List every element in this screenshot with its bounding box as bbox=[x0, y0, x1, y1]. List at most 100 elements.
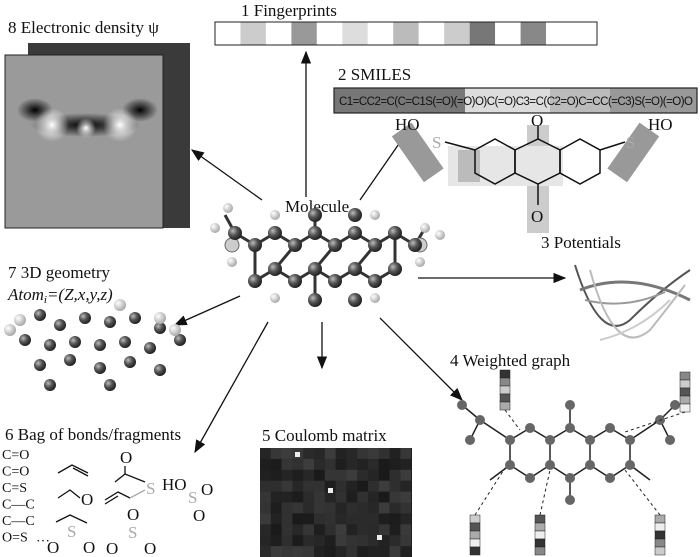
coulomb-cell bbox=[336, 481, 347, 492]
weight-cell bbox=[655, 539, 665, 547]
coulomb-cell bbox=[325, 459, 336, 470]
geometry-atom bbox=[79, 312, 91, 324]
coulomb-cell bbox=[314, 513, 325, 524]
weight-link bbox=[540, 470, 550, 515]
hydroxyl-label: HO bbox=[648, 115, 673, 134]
fingerprint-cell bbox=[317, 22, 342, 45]
geometry-atom bbox=[34, 309, 46, 321]
graph-node bbox=[605, 473, 615, 483]
geometry-atom bbox=[119, 336, 131, 348]
fingerprint-cell bbox=[419, 22, 444, 45]
coulomb-cell bbox=[336, 524, 347, 535]
geometry-hydrogen bbox=[114, 299, 126, 311]
coulomb-cell bbox=[271, 470, 282, 481]
coulomb-cell bbox=[400, 503, 411, 514]
coulomb-cell bbox=[390, 535, 401, 546]
coulomb-cell bbox=[336, 513, 347, 524]
coulomb-cell bbox=[390, 513, 401, 524]
coulomb-cell bbox=[346, 513, 357, 524]
fingerprint-cell bbox=[470, 22, 495, 45]
geometry-atom bbox=[94, 362, 106, 374]
coulomb-cell bbox=[357, 481, 368, 492]
weight-link bbox=[625, 412, 685, 432]
coulomb-cell bbox=[271, 481, 282, 492]
coulomb-cell bbox=[303, 492, 314, 503]
weight-cell bbox=[655, 531, 665, 539]
fingerprint-cell bbox=[444, 22, 469, 45]
bond-item: C=S bbox=[2, 481, 27, 496]
graph-node bbox=[605, 423, 615, 433]
weight-cell bbox=[655, 523, 665, 531]
coulomb-cell bbox=[271, 503, 282, 514]
coulomb-cell bbox=[325, 513, 336, 524]
coulomb-cell bbox=[260, 459, 271, 470]
sulfur-label: S bbox=[146, 479, 155, 498]
oxygen-label: O bbox=[81, 490, 93, 509]
oxygen-label: O bbox=[127, 505, 139, 524]
carbon-atom bbox=[348, 226, 362, 240]
carbon-atom bbox=[328, 274, 342, 288]
coulomb-cell bbox=[325, 470, 336, 481]
coulomb-cell bbox=[357, 546, 368, 557]
geometry-atom bbox=[104, 316, 116, 328]
weight-cell bbox=[680, 388, 690, 396]
coulomb-cell bbox=[325, 448, 336, 459]
graph-node bbox=[585, 435, 595, 445]
graph-node bbox=[545, 435, 555, 445]
coulomb-cell bbox=[336, 470, 347, 481]
carbon-atom bbox=[308, 208, 322, 222]
hydrogen-atom bbox=[210, 223, 220, 233]
fingerprint-cell bbox=[546, 22, 571, 45]
coulomb-cell bbox=[368, 459, 379, 470]
hydrogen-atom bbox=[435, 230, 445, 240]
weight-cell bbox=[470, 531, 480, 539]
geometry-hydrogen bbox=[4, 324, 16, 336]
coulomb-cell bbox=[260, 513, 271, 524]
weight-link bbox=[505, 410, 520, 430]
coulomb-cell bbox=[346, 503, 357, 514]
weighted-graph bbox=[457, 370, 690, 555]
coulomb-cell bbox=[400, 448, 411, 459]
geometry-atom bbox=[44, 379, 56, 391]
oxygen-label: O bbox=[83, 538, 95, 557]
carbon-atom bbox=[388, 226, 402, 240]
coulomb-cell bbox=[346, 535, 357, 546]
weight-cell bbox=[500, 386, 510, 394]
weight-cell bbox=[535, 539, 545, 547]
smiles-bar: C1=CC2=C(C=C1S(=O)(=O)O)C(=O)C3=C(C2=O)C… bbox=[334, 88, 697, 113]
fingerprint-cell bbox=[342, 22, 367, 45]
coulomb-cell bbox=[282, 524, 293, 535]
coulomb-cell bbox=[260, 470, 271, 481]
coulomb-cell bbox=[357, 535, 368, 546]
coulomb-cell bbox=[346, 448, 357, 459]
weight-cell bbox=[655, 547, 665, 555]
coulomb-cell bbox=[390, 448, 401, 459]
oxygen-label: O bbox=[47, 538, 59, 557]
graph-node bbox=[525, 473, 535, 483]
carbon-atom bbox=[368, 238, 382, 252]
geometry-atoms bbox=[4, 299, 186, 391]
coulomb-cell bbox=[282, 513, 293, 524]
weight-link bbox=[625, 470, 660, 515]
potential-curves bbox=[575, 265, 690, 340]
smiles-label: 2 SMILES bbox=[338, 65, 411, 84]
weight-link bbox=[475, 468, 505, 515]
density-label: 8 Electronic density ψ bbox=[8, 18, 159, 37]
graph-node bbox=[465, 435, 475, 445]
coulomb-cell bbox=[357, 513, 368, 524]
oxygen-label: O bbox=[193, 506, 205, 525]
coulomb-cell bbox=[368, 503, 379, 514]
fingerprint-cell bbox=[393, 22, 418, 45]
bond-item: C=O bbox=[2, 465, 29, 480]
geometry-atom bbox=[154, 364, 166, 376]
smiles-string: C1=CC2=C(C=C1S(=O)(=O)O)C(=O)C3=C(C2=O)C… bbox=[339, 96, 693, 108]
bond-item: C=O bbox=[2, 448, 29, 463]
hydrogen-atom bbox=[370, 210, 380, 220]
coulomb-cell bbox=[292, 503, 303, 514]
hydrogen-atom bbox=[223, 203, 233, 213]
coulomb-cell bbox=[357, 459, 368, 470]
geometry-atom bbox=[34, 359, 46, 371]
geometry-atom bbox=[44, 339, 56, 351]
hydrogen-atom bbox=[370, 293, 380, 303]
graph-node bbox=[625, 435, 635, 445]
